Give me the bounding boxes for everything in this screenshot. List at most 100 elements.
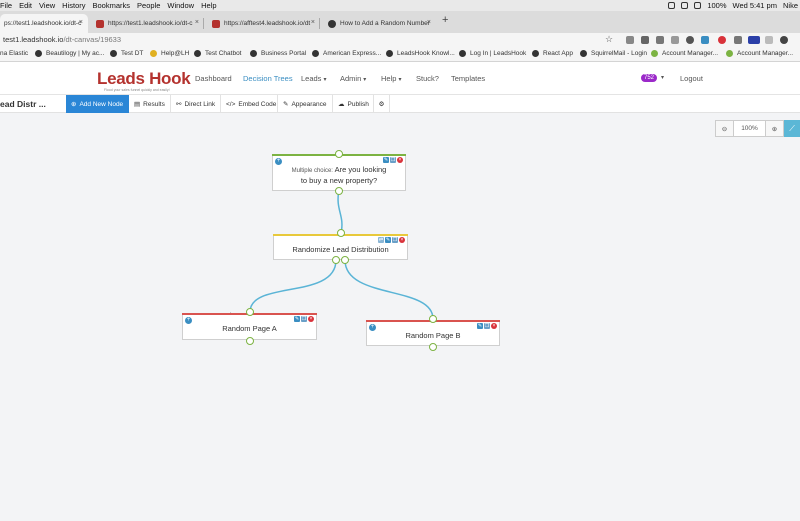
settings-button[interactable]: ⚙ [374, 95, 390, 113]
shuffle-icon[interactable]: ⇄ [378, 237, 384, 243]
info-icon[interactable] [686, 36, 694, 44]
bookmark-item[interactable]: American Express... [312, 50, 381, 57]
extension-icon[interactable] [718, 36, 726, 44]
edit-icon[interactable]: ✎ [294, 316, 300, 322]
menu-edit[interactable]: Edit [19, 1, 33, 10]
address-bar[interactable]: test1.leadshook.io/dt-canvas/19633 ☆ [0, 33, 800, 47]
output-port[interactable] [246, 337, 254, 345]
nav-help[interactable]: Help▾ [381, 74, 402, 83]
bookmark-item[interactable]: SquirrelMail - Login [580, 50, 647, 57]
copy-icon[interactable]: ❐ [392, 237, 398, 243]
nav-dashboard[interactable]: Dashboard [195, 74, 232, 83]
logout-link[interactable]: Logout [680, 74, 703, 83]
bookmark-item[interactable]: Account Manager... [726, 50, 793, 57]
nav-decision-trees[interactable]: Decision Trees [243, 74, 293, 83]
extension-icon[interactable] [641, 36, 649, 44]
direct-link-button[interactable]: ⚯Direct Link [171, 95, 221, 113]
question-node[interactable]: + ✎ ❐ × Multiple choice: Are you looking… [272, 154, 406, 191]
analytics-toggle-button[interactable]: ⟋ [784, 120, 800, 137]
menu-history[interactable]: History [62, 1, 86, 10]
extension-icon[interactable] [656, 36, 664, 44]
bookmark-item[interactable]: Test DT [110, 50, 143, 57]
bookmark-item[interactable]: Help@LH [150, 50, 189, 57]
menu-help[interactable]: Help [201, 1, 217, 10]
leadshook-logo[interactable]: Leads Hook [97, 69, 191, 88]
delete-icon[interactable]: × [308, 316, 314, 322]
copy-icon[interactable]: ❐ [301, 316, 307, 322]
wifi-icon[interactable] [694, 2, 702, 9]
close-tab-icon[interactable]: × [310, 19, 315, 26]
profile-avatar-icon[interactable] [780, 36, 788, 44]
embed-code-button[interactable]: </>Embed Code [221, 95, 278, 113]
add-child-icon[interactable]: + [275, 158, 282, 165]
credits-badge[interactable]: 752 [641, 74, 658, 82]
bookmark-item[interactable]: Business Portal [250, 50, 306, 57]
page-node-a[interactable]: + ✎ ❐ × Random Page A [182, 313, 317, 340]
chevron-down-icon[interactable]: ▾ [661, 75, 665, 81]
output-port[interactable] [335, 187, 343, 195]
extension-icon[interactable] [626, 36, 634, 44]
zoom-in-button[interactable]: ⊕ [765, 120, 784, 137]
input-port[interactable] [337, 229, 345, 237]
bookmark-item[interactable]: na Elastic [0, 50, 29, 57]
browser-tab[interactable]: https://afftest4.leadshook.io/dt × [208, 14, 320, 33]
results-button[interactable]: ▤Results [129, 95, 171, 113]
output-port[interactable] [429, 343, 437, 351]
edit-icon[interactable]: ✎ [477, 323, 483, 329]
battery-level[interactable]: 100% [707, 1, 727, 10]
menu-people[interactable]: People [137, 1, 161, 10]
browser-tab[interactable]: https://test1.leadshook.io/dt-c × [92, 14, 204, 33]
star-bookmark-icon[interactable]: ☆ [605, 34, 614, 44]
add-new-node-button[interactable]: ⊕Add New Node [66, 95, 129, 113]
add-child-icon[interactable]: + [369, 324, 376, 331]
randomizer-node[interactable]: ⇄ ✎ ❐ × Randomize Lead Distribution [273, 234, 408, 260]
nav-stuck[interactable]: Stuck? [416, 74, 439, 83]
nav-templates[interactable]: Templates [451, 74, 486, 83]
bookmark-item[interactable]: Test Chatbot [194, 50, 242, 57]
bookmark-item[interactable]: Beautilogy | My ac... [35, 50, 104, 57]
close-tab-icon[interactable]: × [194, 19, 199, 26]
input-port[interactable] [429, 315, 437, 323]
delete-icon[interactable]: × [397, 157, 403, 163]
menu-file[interactable]: File [0, 1, 13, 10]
clock[interactable]: Wed 5:41 pm [732, 1, 777, 10]
nav-leads[interactable]: Leads▾ [301, 74, 327, 83]
edit-icon[interactable]: ✎ [385, 237, 391, 243]
delete-icon[interactable]: × [491, 323, 497, 329]
menu-bookmarks[interactable]: Bookmarks [92, 1, 131, 10]
output-port[interactable] [332, 256, 340, 264]
push-extension-icon[interactable] [748, 36, 760, 44]
menu-view[interactable]: View [39, 1, 56, 10]
delete-icon[interactable]: × [399, 237, 405, 243]
bookmark-item[interactable]: Account Manager... [651, 50, 718, 57]
nav-admin[interactable]: Admin▾ [340, 74, 367, 83]
browser-tab[interactable]: How to Add a Random Number × [324, 14, 436, 33]
new-tab-icon[interactable]: + [442, 14, 449, 26]
user-name[interactable]: Nike [782, 1, 798, 10]
bookmark-item[interactable]: LeadsHook Knowl... [386, 50, 455, 57]
copy-icon[interactable]: ❐ [484, 323, 490, 329]
url-text[interactable]: test1.leadshook.io/dt-canvas/19633 [3, 35, 121, 44]
zoom-out-button[interactable]: ⊖ [715, 120, 734, 137]
extension-icon[interactable] [671, 36, 679, 44]
close-tab-icon[interactable]: × [426, 19, 431, 26]
bookmark-item[interactable]: Log In | LeadsHook [459, 50, 526, 57]
close-tab-icon[interactable]: × [78, 19, 83, 26]
bookmark-item[interactable]: React App [532, 50, 573, 57]
appearance-button[interactable]: ✎Appearance [278, 95, 333, 113]
browser-tab[interactable]: ps://test1.leadshook.io/dt-c × [0, 14, 88, 33]
extension-icon[interactable] [734, 36, 742, 44]
input-port[interactable] [246, 308, 254, 316]
zoom-level[interactable]: 100% [734, 120, 765, 137]
copy-icon[interactable]: ❐ [390, 157, 396, 163]
dropbox-icon[interactable] [668, 2, 676, 9]
extension-icon[interactable] [701, 36, 709, 44]
edit-icon[interactable]: ✎ [383, 157, 389, 163]
extension-icon[interactable] [765, 36, 773, 44]
output-port[interactable] [341, 256, 349, 264]
publish-button[interactable]: ☁Publish [333, 95, 374, 113]
menu-window[interactable]: Window [167, 1, 195, 10]
add-child-icon[interactable]: + [185, 317, 192, 324]
input-port[interactable] [335, 150, 343, 158]
bluetooth-icon[interactable] [681, 2, 689, 9]
